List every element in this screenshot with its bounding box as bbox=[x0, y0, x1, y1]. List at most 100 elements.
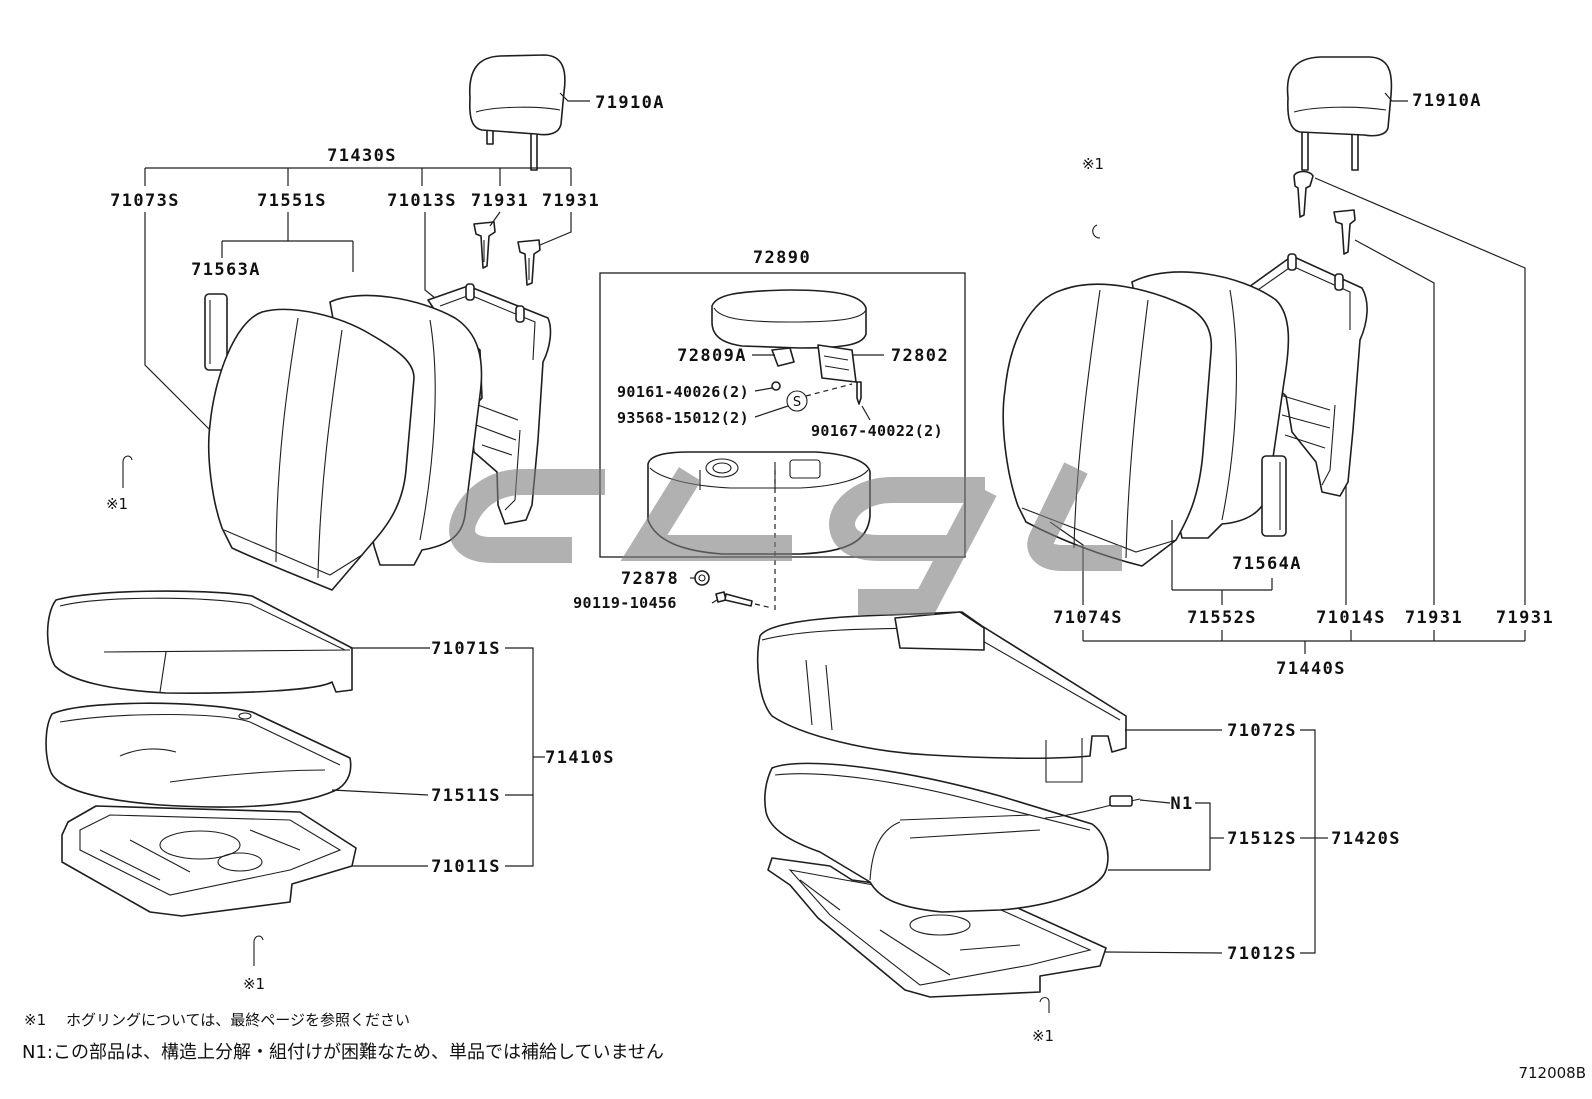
left-headrest bbox=[468, 54, 566, 171]
cover-edge bbox=[59, 597, 346, 651]
washer-s-mark-circle bbox=[786, 390, 808, 412]
cup-holder-inner bbox=[712, 462, 732, 474]
leader-headrest bbox=[1384, 92, 1408, 102]
lock-body bbox=[817, 344, 857, 383]
right-headrest-post bbox=[1301, 127, 1309, 171]
right-seatback-cover bbox=[1002, 283, 1213, 567]
right-headrest-body bbox=[1286, 56, 1393, 137]
side-pad-body bbox=[204, 293, 228, 371]
frame-springs bbox=[475, 404, 519, 456]
label-left-cushion-cover: 71071S bbox=[431, 639, 501, 659]
frame-tube bbox=[1254, 265, 1351, 330]
side-pad-body bbox=[1261, 455, 1287, 537]
right-headrest bbox=[1286, 56, 1393, 171]
frame-spring bbox=[159, 830, 241, 860]
console-leader-lines bbox=[690, 354, 884, 604]
leader-washer bbox=[754, 405, 789, 418]
cover-seam bbox=[317, 329, 343, 579]
label-left-seatback-frame: 71013S bbox=[387, 191, 457, 211]
bolt-dashed bbox=[754, 603, 773, 609]
leader-seatback-cover bbox=[144, 212, 211, 431]
leader-seatback-pad-bracket bbox=[1171, 520, 1273, 605]
cover-seam bbox=[103, 649, 351, 653]
frame-wires bbox=[99, 829, 301, 881]
right-headrest-guide-b bbox=[1333, 209, 1356, 255]
leader-n1 bbox=[1139, 799, 1171, 804]
label-left-seatback-cover: 71073S bbox=[110, 191, 180, 211]
nut-hole bbox=[698, 574, 706, 582]
nut-body bbox=[694, 570, 710, 586]
frame-side bbox=[1321, 404, 1336, 486]
left-headrest-body bbox=[468, 54, 566, 136]
pad-edge bbox=[59, 713, 341, 766]
right-headrest-post bbox=[1351, 129, 1359, 171]
frame-post-holder bbox=[1334, 273, 1344, 291]
left-headrest-guide-b bbox=[517, 239, 541, 286]
label-right-headrest: 71910A bbox=[1412, 91, 1482, 111]
leader-screw-a bbox=[754, 387, 773, 392]
left-headrest-seam bbox=[475, 106, 561, 113]
label-right-guide-b: 71931 bbox=[1496, 608, 1554, 628]
hog-ring-mark: ※1 bbox=[243, 975, 265, 993]
watermark-logo bbox=[449, 462, 1122, 615]
cover-flap bbox=[894, 611, 985, 651]
cover-body bbox=[207, 308, 415, 591]
leader-guide-a bbox=[489, 211, 501, 227]
frame-tube bbox=[439, 294, 536, 361]
guide-body bbox=[1333, 209, 1356, 255]
leader-guide-b bbox=[1354, 239, 1435, 605]
cover-seam bbox=[1125, 299, 1149, 559]
left-cushion-frame bbox=[61, 805, 357, 917]
console-lid bbox=[711, 289, 867, 349]
label-n1: N1 bbox=[1170, 794, 1193, 814]
lid-edge bbox=[713, 307, 867, 323]
label-left-seatback-pad: 71551S bbox=[257, 191, 327, 211]
pad-edge bbox=[774, 773, 1091, 831]
label-left-cushion-frame: 71011S bbox=[431, 857, 501, 877]
pad-groove bbox=[869, 821, 901, 881]
pad-groove bbox=[169, 769, 326, 783]
console-edge bbox=[649, 467, 869, 489]
leader-seatback-assy-ticks bbox=[144, 168, 572, 186]
label-left-headrest: 71910A bbox=[595, 93, 665, 113]
frame-spring bbox=[909, 914, 971, 936]
console-screw-a bbox=[771, 381, 781, 391]
label-console-lock: 72802 bbox=[891, 346, 949, 366]
cup-holder bbox=[705, 458, 739, 478]
right-side-pad bbox=[1261, 455, 1287, 537]
left-seatback-frame bbox=[427, 283, 552, 525]
leader-guide-a bbox=[1314, 177, 1526, 605]
note1-mark: ※1 bbox=[24, 1011, 46, 1029]
console-lock bbox=[817, 344, 857, 383]
label-console-screw-b: 90167-40022(2) bbox=[811, 422, 943, 440]
label-left-guide-a: 71931 bbox=[471, 191, 529, 211]
label-console-bolt: 90119-10456 bbox=[573, 594, 677, 612]
hog-ring-mark: ※1 bbox=[1082, 155, 1104, 173]
console-hinge bbox=[771, 347, 795, 367]
label-console-nut: 72878 bbox=[621, 569, 679, 589]
cover-body bbox=[756, 611, 1127, 760]
cover-seam bbox=[159, 651, 167, 693]
left-seatback-cover bbox=[207, 308, 415, 591]
label-right-side-pad: 71564A bbox=[1232, 554, 1302, 574]
leader-cushion-frame bbox=[1104, 951, 1223, 954]
leader-cushion-pad-bracket bbox=[1108, 802, 1211, 871]
pad-seam bbox=[1221, 289, 1237, 521]
hog-ring-icon bbox=[1092, 224, 1101, 239]
pad-seam bbox=[419, 319, 436, 541]
hog-ring-mark: ※1 bbox=[106, 495, 128, 513]
frame-post-holder bbox=[1287, 253, 1297, 271]
leader-bolt bbox=[711, 599, 718, 604]
leader-cushion-pad bbox=[331, 789, 429, 796]
frame-rim bbox=[79, 814, 342, 896]
watermark-stroke bbox=[1027, 462, 1122, 571]
right-cushion-cover bbox=[756, 611, 1127, 783]
left-side-pad bbox=[204, 293, 228, 371]
pad-body bbox=[764, 762, 1109, 913]
label-left-side-pad: 71563A bbox=[191, 260, 261, 280]
right-headrest-guide-a bbox=[1293, 170, 1314, 218]
label-console-assy: 72890 bbox=[753, 248, 811, 268]
left-cushion-cover bbox=[46, 590, 353, 694]
